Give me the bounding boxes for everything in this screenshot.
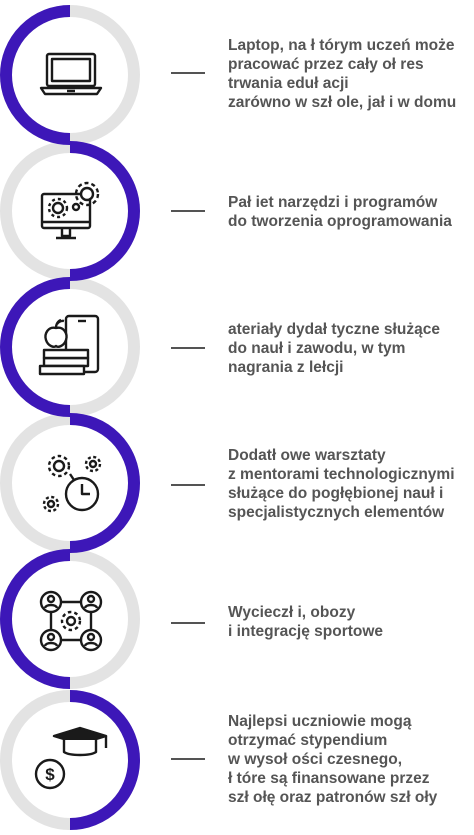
timeline-arc-6: [69, 690, 140, 830]
item-text: Najlepsi uczniowie mogą otrzymać stypend…: [228, 713, 438, 806]
laptop-icon: [39, 52, 103, 96]
connector-dash: [171, 72, 205, 74]
item-text: Pał iet narzędzi i programów do tworzeni…: [228, 194, 452, 230]
timeline-arc-1: [0, 5, 71, 145]
computer-gears-icon: [40, 181, 100, 240]
timeline-arc-3: [0, 277, 71, 417]
connector-dash: [171, 484, 205, 486]
connector-dash: [171, 622, 205, 624]
item-text: Laptop, na ł tórym uczeń może pracować p…: [228, 37, 457, 111]
timeline-arc-2: [69, 141, 140, 281]
timeline-arc-4: [69, 413, 140, 553]
item-text: Dodatł owe warsztaty z mentorami technol…: [228, 447, 455, 521]
tablet-books-apple-icon: [38, 314, 100, 376]
connector-dash: [171, 210, 205, 212]
svg-text:$: $: [45, 765, 55, 784]
connector-dash: [171, 758, 205, 760]
connector-dash: [171, 347, 205, 349]
item-text: ateriały dydał tyczne służące do nauł i …: [228, 321, 440, 376]
item-text: Wycieczł i, obozy i integrację sportowe: [228, 604, 384, 640]
gears-clock-icon: [42, 454, 102, 513]
timeline-arc-5: [0, 549, 71, 689]
graduation-cap-dollar-icon: $: [34, 726, 108, 790]
people-network-gear-icon: [39, 590, 103, 652]
